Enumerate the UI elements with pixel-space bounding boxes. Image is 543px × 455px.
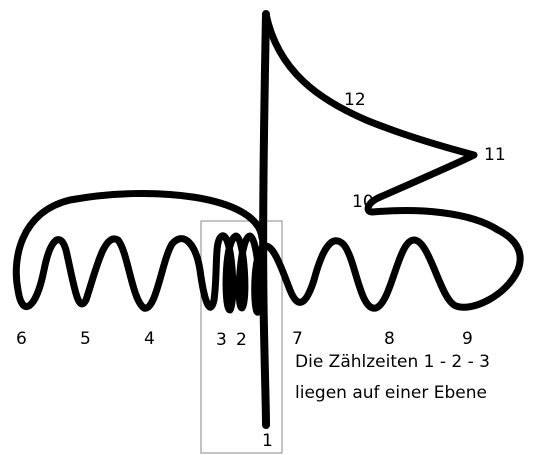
highlight-box [200, 220, 283, 454]
count-label-6: 6 [16, 329, 27, 349]
caption-line-2: liegen auf einer Ebene [295, 383, 487, 403]
count-label-2: 2 [236, 330, 247, 350]
count-label-11: 11 [484, 145, 506, 165]
count-label-5: 5 [80, 329, 91, 349]
count-label-1: 1 [262, 431, 273, 451]
count-label-3: 3 [216, 330, 227, 350]
count-label-8: 8 [384, 329, 395, 349]
count-label-12: 12 [344, 90, 366, 110]
count-label-10: 10 [352, 192, 374, 212]
count-label-7: 7 [292, 329, 303, 349]
count-label-9: 9 [462, 329, 473, 349]
count-label-4: 4 [144, 329, 155, 349]
loop-path [12, 10, 524, 316]
caption-line-1: Die Zählzeiten 1 - 2 - 3 [295, 352, 490, 372]
axis-stroke [259, 10, 270, 429]
